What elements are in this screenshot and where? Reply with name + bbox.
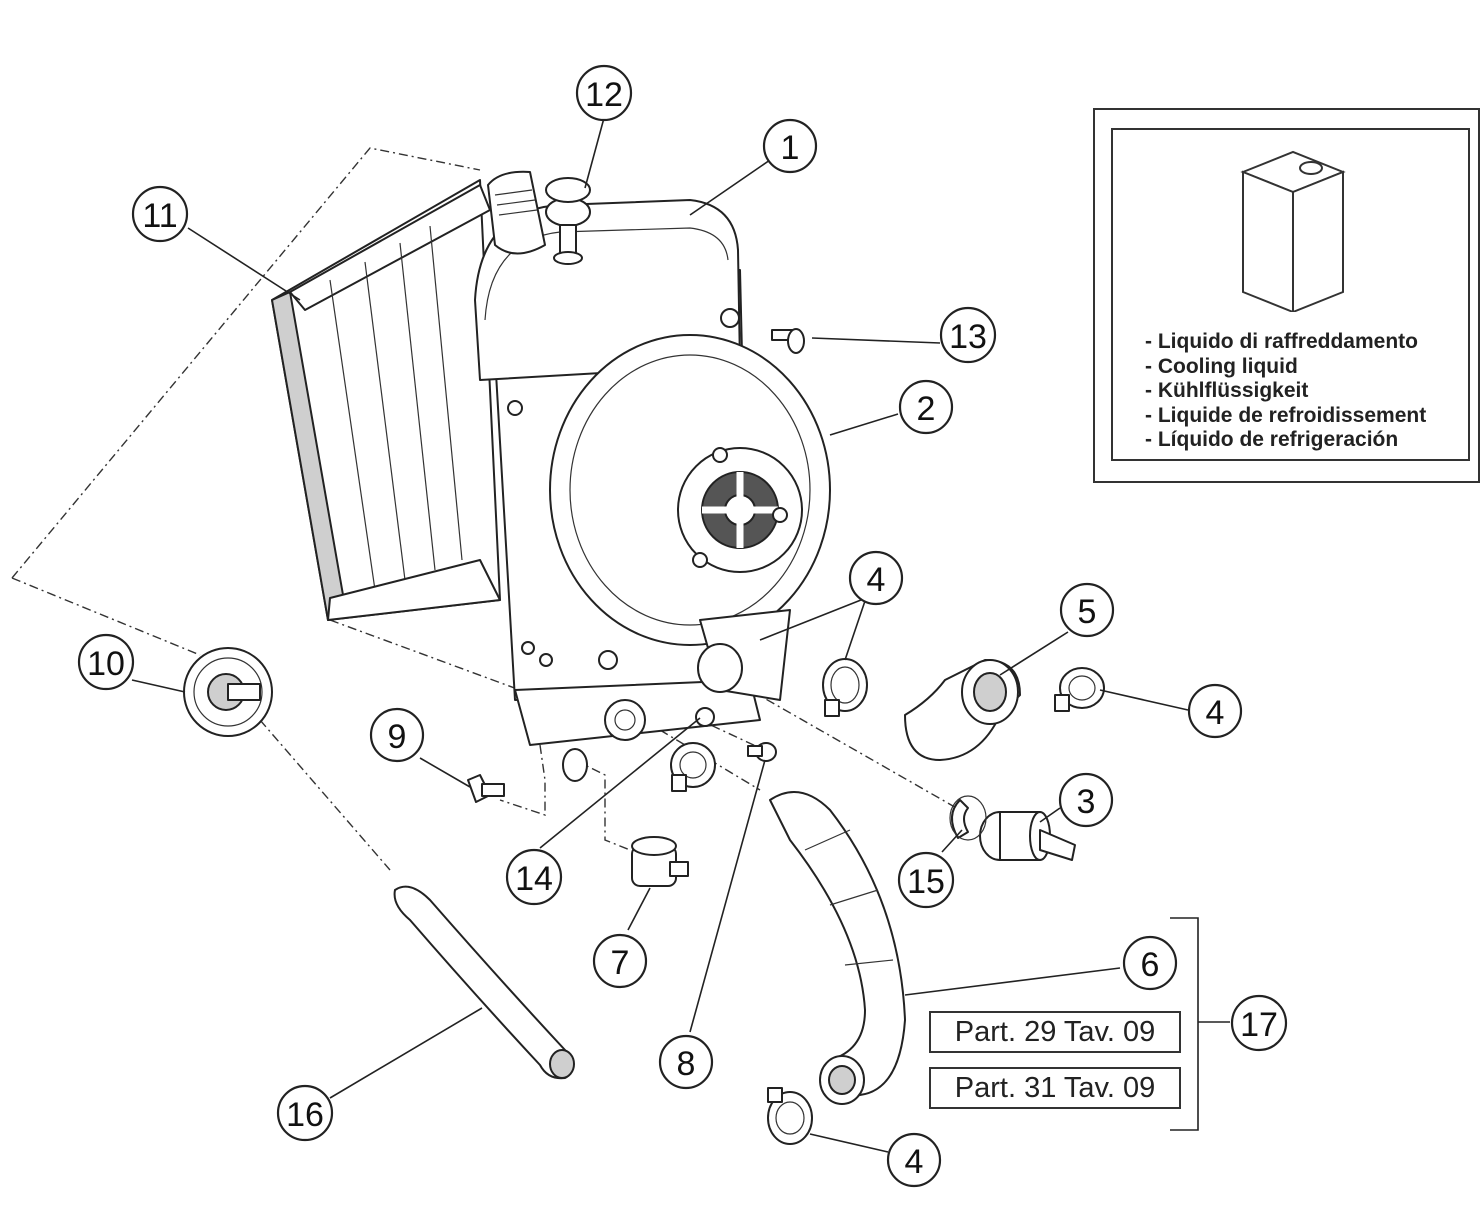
legend-item-en: - Cooling liquid — [1145, 354, 1298, 378]
callout-label: 14 — [515, 860, 553, 898]
callout-12: 12 — [575, 64, 633, 122]
callout-label: 4 — [867, 561, 886, 599]
callout-label: 4 — [1206, 694, 1225, 732]
callout-label: 13 — [949, 318, 987, 356]
circlip-part — [949, 795, 987, 841]
callout-label: 12 — [585, 76, 623, 114]
callout-14: 14 — [505, 848, 563, 906]
callout-3: 3 — [1058, 772, 1114, 828]
callout-label: 8 — [677, 1045, 696, 1083]
reference-box-2: Part. 31 Tav. 09 — [929, 1067, 1181, 1109]
reservoir-cap-part — [183, 647, 273, 737]
callout-9: 9 — [369, 707, 425, 763]
leader-lines — [131, 117, 1230, 1153]
callout-8: 8 — [658, 1034, 714, 1090]
screw-part — [771, 328, 805, 354]
callout-4b: 4 — [1187, 683, 1243, 739]
elbow-hose-part — [904, 659, 1021, 761]
callout-label: 10 — [87, 645, 125, 683]
callout-4a: 4 — [848, 550, 904, 606]
grommet-part — [631, 836, 689, 887]
callout-13: 13 — [939, 306, 997, 364]
callout-label: 4 — [905, 1143, 924, 1181]
shroud-part — [271, 179, 501, 621]
callout-10: 10 — [77, 633, 135, 691]
coolant-legend-inner: - Liquido di raffreddamento - Cooling li… — [1111, 128, 1470, 461]
callout-label: 7 — [611, 944, 630, 982]
temperature-sensor-part — [979, 811, 1076, 861]
fan-part — [549, 334, 831, 701]
drain-screw-part — [467, 774, 505, 803]
callout-label: 11 — [142, 197, 177, 235]
coolant-legend-box: - Liquido di raffreddamento - Cooling li… — [1093, 108, 1480, 483]
callout-label: 6 — [1141, 946, 1160, 984]
curved-hose-part — [769, 791, 906, 1105]
callout-label: 3 — [1077, 783, 1096, 821]
callout-17: 17 — [1230, 994, 1288, 1052]
callout-label: 16 — [286, 1096, 324, 1134]
callout-label: 1 — [781, 129, 800, 167]
legend-item-de: - Kühlflüssigkeit — [1145, 379, 1309, 402]
callout-11: 11 — [131, 185, 189, 243]
callout-label: 9 — [388, 718, 407, 756]
legend-item-es: - Líquido de refrigeración — [1145, 428, 1399, 451]
callout-label: 2 — [917, 390, 936, 428]
legend-item-fr: - Liquide de refroidissement — [1145, 403, 1427, 427]
callout-6: 6 — [1122, 935, 1178, 991]
callout-16: 16 — [276, 1084, 334, 1142]
callout-7: 7 — [592, 933, 648, 989]
washer-part — [562, 699, 715, 782]
hose-clamp-parts — [670, 658, 1105, 1145]
callout-1: 1 — [762, 118, 818, 174]
callout-label: 5 — [1078, 593, 1097, 631]
callout-label: 15 — [907, 863, 945, 901]
callout-15: 15 — [897, 851, 955, 909]
callout-2: 2 — [898, 379, 954, 435]
radiator-cap-part — [545, 177, 591, 265]
small-hose-part — [393, 885, 575, 1080]
screw-small-part — [747, 742, 777, 762]
callout-label: 17 — [1240, 1006, 1278, 1044]
callout-5: 5 — [1059, 582, 1115, 638]
reference-box-1: Part. 29 Tav. 09 — [929, 1011, 1181, 1053]
coolant-container-icon — [1240, 150, 1346, 312]
callout-4c: 4 — [886, 1132, 942, 1188]
legend-item-it: - Liquido di raffreddamento — [1145, 330, 1418, 353]
coolant-legend-list: - Liquido di raffreddamento - Cooling li… — [1145, 330, 1426, 453]
